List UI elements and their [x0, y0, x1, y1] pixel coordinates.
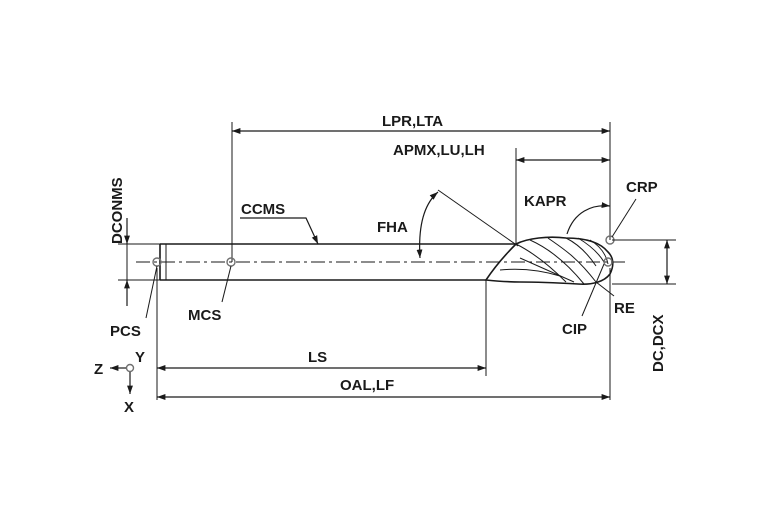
ccms-label: CCMS [241, 201, 285, 218]
ls-label: LS [308, 349, 327, 366]
coordinate-axes [110, 363, 135, 394]
oal-lf-label: OAL,LF [340, 377, 394, 394]
kapr-label: KAPR [524, 193, 567, 210]
cip-leader [581, 263, 605, 317]
lpr-lta-dimension [231, 122, 611, 262]
re-label: RE [614, 300, 635, 317]
axis-x-label: X [124, 399, 134, 416]
dconms-label: DCONMS [109, 177, 126, 244]
crp-leader [611, 198, 637, 238]
lpr-lta-label: LPR,LTA [382, 113, 443, 130]
mcs-label: MCS [188, 307, 221, 324]
axis-origin [125, 363, 135, 373]
cip-label: CIP [562, 321, 587, 338]
fha-angle-dimension [416, 189, 519, 259]
tool-cutting-head [484, 236, 614, 285]
axis-y-label: Y [135, 349, 145, 366]
ccms-leader [240, 217, 319, 245]
dconms-dimension [118, 218, 160, 306]
pcs-leader [145, 265, 158, 319]
dc-dcx-label: DC,DCX [650, 314, 667, 372]
crp-label: CRP [626, 179, 658, 196]
kapr-angle-dimension [566, 202, 611, 235]
pcs-label: PCS [110, 323, 141, 340]
mcs-leader [221, 265, 232, 303]
tool-shank [159, 243, 516, 281]
axis-z-label: Z [94, 361, 103, 378]
apmx-lu-lh-dimension [515, 148, 610, 244]
re-leader [595, 281, 615, 297]
oal-lf-dimension [157, 268, 611, 400]
cip-point [603, 257, 613, 267]
fha-label: FHA [377, 219, 408, 236]
dc-dcx-dimension [612, 239, 676, 285]
ls-dimension [156, 268, 487, 400]
apmx-lu-lh-label: APMX,LU,LH [393, 142, 485, 159]
